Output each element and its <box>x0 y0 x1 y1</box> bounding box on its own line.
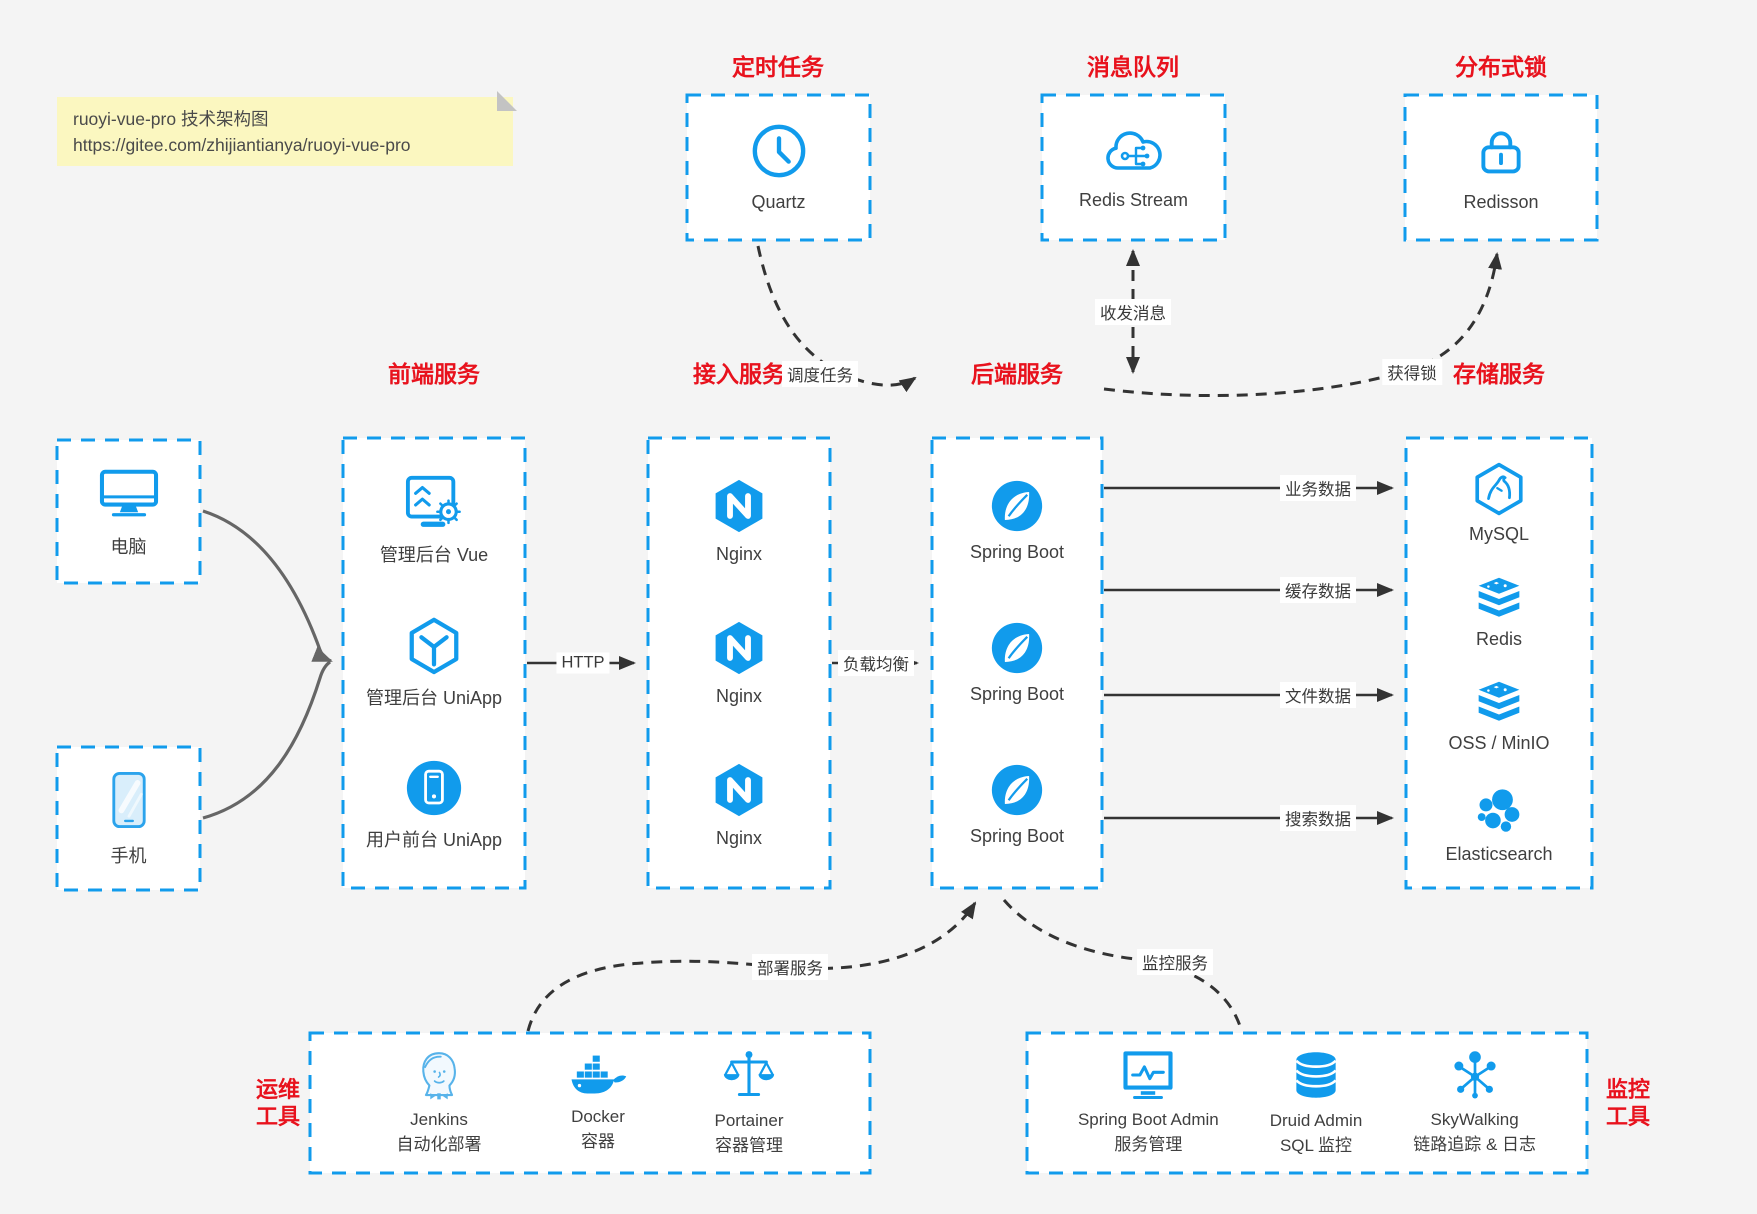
storage-stack-icon <box>1478 682 1520 721</box>
redis-stack-icon <box>1478 577 1520 617</box>
frontend-item-vue: 管理后台 Vue <box>380 474 488 567</box>
monitor-side-title: 监控 工具 <box>1605 1077 1650 1129</box>
lock-cell: Redisson <box>1405 95 1597 240</box>
frontend-item-admin-uniapp: 管理后台 UniApp <box>366 615 502 710</box>
portainer-scales-icon <box>723 1051 775 1097</box>
frontend-column: 管理后台 Vue 管理后台 UniApp 用户前台 UniApp <box>343 438 525 888</box>
desktop-icon <box>99 469 158 516</box>
mobile-label: 手机 <box>110 845 147 866</box>
edge-label-deploy: 部署服务 <box>752 954 828 980</box>
ops-box-border <box>308 1031 872 1175</box>
lock-title: 分布式锁 <box>1455 54 1547 80</box>
monitor-item-druid: Druid Admin SQL 监控 <box>1270 1047 1362 1158</box>
druid-database-icon <box>1295 1052 1337 1099</box>
nginx-hexagon-icon <box>715 479 763 533</box>
mq-title: 消息队列 <box>1087 54 1179 80</box>
skywalking-topology-icon <box>1454 1051 1496 1099</box>
gateway-title: 接入服务 <box>693 361 785 387</box>
storage-item-redis: Redis <box>1472 576 1526 650</box>
note-fold-corner <box>497 91 517 111</box>
scheduler-box-border <box>685 93 872 242</box>
ops-item-docker: Docker 容器 <box>568 1051 628 1154</box>
backend-title: 后端服务 <box>971 361 1063 387</box>
frontend-item-user-uniapp: 用户前台 UniApp <box>366 759 502 852</box>
edge-label-http: HTTP <box>556 652 610 674</box>
edge-label-schedule: 调度任务 <box>782 361 858 387</box>
backend-item-3: Spring Boot <box>970 763 1064 847</box>
storage-item-oss: OSS / MinIO <box>1448 680 1550 754</box>
edge-label-acquire-lock: 获得锁 <box>1382 359 1442 385</box>
gateway-item-1: Nginx <box>712 477 766 565</box>
monitor-item-skywalking: SkyWalking 链路追踪 & 日志 <box>1413 1048 1536 1157</box>
edge-label-monitoring: 监控服务 <box>1137 949 1213 975</box>
monitor-item-sba: Spring Boot Admin 服务管理 <box>1078 1048 1219 1157</box>
ops-side-title: 运维 工具 <box>255 1077 300 1129</box>
nginx-hexagon-icon <box>715 763 763 817</box>
scheduler-title: 定时任务 <box>732 54 824 80</box>
gateway-item-3: Nginx <box>712 761 766 849</box>
edge-label-load-balance: 负载均衡 <box>838 650 914 676</box>
pc-label: 电脑 <box>110 536 147 557</box>
mobile-to-frontend-edge <box>202 660 331 820</box>
storage-item-es: Elasticsearch <box>1445 785 1553 865</box>
lock-label: Redisson <box>1463 192 1539 212</box>
ops-item-jenkins: Jenkins 自动化部署 <box>397 1048 482 1157</box>
mq-cell: Redis Stream <box>1042 95 1225 240</box>
backend-item-1: Spring Boot <box>970 479 1064 563</box>
jenkins-icon <box>422 1052 456 1100</box>
monitor-row: Spring Boot Admin 服务管理 Druid Admin SQL 监… <box>1027 1033 1587 1173</box>
gateway-item-2: Nginx <box>712 619 766 707</box>
sticky-note: ruoyi-vue-pro 技术架构图 https://gitee.com/zh… <box>57 91 517 166</box>
user-app-circle-icon <box>406 760 462 815</box>
spring-boot-leaf-icon <box>991 480 1043 532</box>
spring-boot-leaf-icon <box>991 764 1043 816</box>
scheduler-cell: Quartz <box>687 95 870 240</box>
storage-item-mysql: MySQL <box>1469 461 1529 545</box>
storage-column: MySQL Redis <box>1406 438 1592 888</box>
mobile-cell: 手机 <box>57 747 200 890</box>
mysql-hexagon-dolphin-icon <box>1475 463 1523 516</box>
ops-row: Jenkins 自动化部署 Docker 容器 <box>310 1033 870 1173</box>
mq-label: Redis Stream <box>1078 190 1189 210</box>
edge-label-messaging: 收发消息 <box>1095 299 1171 325</box>
frontend-title: 前端服务 <box>388 361 480 387</box>
schedule-edge <box>756 245 917 393</box>
admin-screen-gear-icon <box>405 476 461 528</box>
padlock-icon <box>1481 131 1521 174</box>
docker-whale-icon <box>571 1055 627 1094</box>
deploy-edge <box>526 901 977 1032</box>
edge-label-file-data: 文件数据 <box>1280 682 1356 708</box>
edge-label-search-data: 搜索数据 <box>1280 805 1356 831</box>
monitoring-edge <box>1002 899 1243 1030</box>
cloud-queue-icon <box>1105 131 1162 170</box>
lock-box-border <box>1403 93 1599 242</box>
storage-title: 存储服务 <box>1453 361 1545 387</box>
elasticsearch-cluster-icon <box>1477 789 1520 832</box>
ops-item-portainer: Portainer 容器管理 <box>715 1047 783 1158</box>
note-title: ruoyi-vue-pro 技术架构图 <box>73 109 269 129</box>
clock-icon <box>752 124 805 178</box>
backend-column: Spring Boot Spring Boot Spring Boot <box>932 438 1102 888</box>
spring-boot-leaf-icon <box>991 622 1043 674</box>
note-url: https://gitee.com/zhijiantianya/ruoyi-vu… <box>73 135 411 156</box>
spring-boot-admin-monitor-icon <box>1123 1051 1173 1100</box>
scheduler-label: Quartz <box>751 192 806 212</box>
gateway-column: Nginx Nginx Nginx <box>648 438 830 888</box>
edge-label-biz-data: 业务数据 <box>1280 475 1356 501</box>
backend-item-2: Spring Boot <box>970 621 1064 705</box>
nginx-hexagon-icon <box>715 621 763 675</box>
smartphone-icon <box>111 771 146 828</box>
uniapp-cube-icon <box>409 618 459 675</box>
edge-label-cache-data: 缓存数据 <box>1280 577 1356 603</box>
pc-cell: 电脑 <box>57 440 200 583</box>
pc-to-frontend-edge <box>202 509 333 663</box>
